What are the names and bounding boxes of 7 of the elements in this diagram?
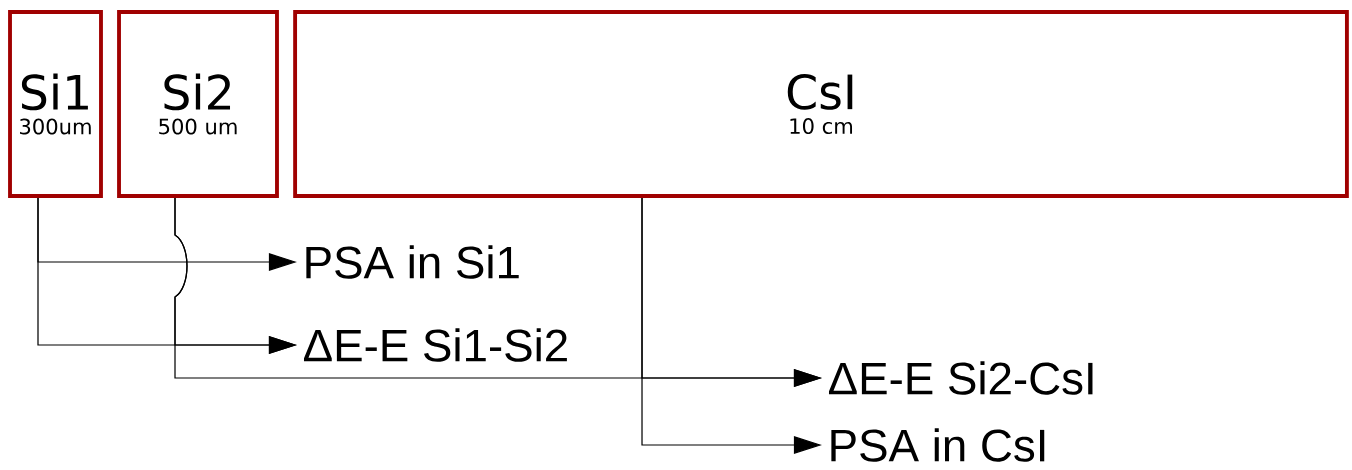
output-label: ΔE-E Si2-CsI <box>829 361 1093 395</box>
detector-box: CsI 10 cm <box>293 10 1349 198</box>
output-label: PSA in Si1 <box>306 245 519 279</box>
output-label: PSA in CsI <box>831 428 1045 462</box>
detector-box: Si2 500 um <box>117 10 279 198</box>
detector-box: Si1 300um <box>8 10 103 198</box>
output-label: ΔE-E Si1-Si2 <box>304 328 567 362</box>
